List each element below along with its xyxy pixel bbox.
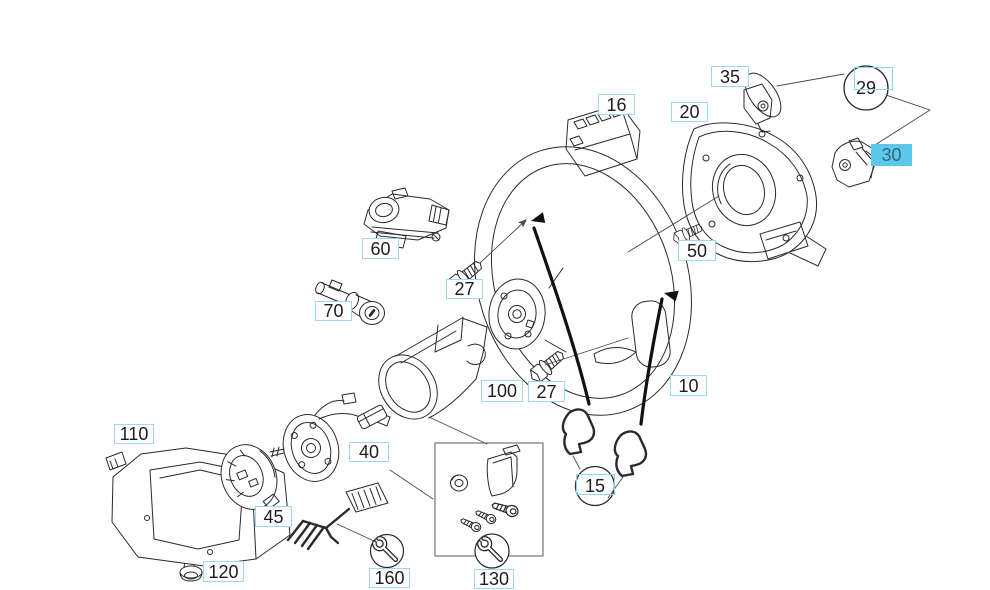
callout-70[interactable]: 70 [315, 301, 352, 321]
callout-40[interactable]: 40 [349, 442, 389, 462]
callout-15-number[interactable]: 15 [584, 475, 606, 496]
callout-100[interactable]: 100 [481, 380, 523, 402]
mounting-arrows [531, 212, 679, 426]
callout-27-upper[interactable]: 27 [446, 279, 483, 299]
callout-16[interactable]: 16 [598, 94, 635, 115]
part-sketch-steering-wheel [474, 146, 692, 416]
callout-20[interactable]: 20 [671, 102, 708, 122]
callout-120[interactable]: 120 [203, 561, 244, 582]
service-circle-160 [369, 533, 405, 569]
callout-29-hotspot[interactable] [854, 67, 893, 90]
part-sketch-ignition-switch [363, 187, 450, 249]
callout-10[interactable]: 10 [670, 375, 707, 396]
callout-50[interactable]: 50 [678, 240, 716, 261]
callout-130[interactable]: 130 [474, 569, 514, 589]
circle-ref-29 [843, 65, 889, 111]
callout-60[interactable]: 60 [362, 238, 399, 259]
part-sketch-trim-covers [561, 408, 648, 478]
part-sketch-mounting-kit [434, 442, 544, 557]
callout-35[interactable]: 35 [711, 66, 749, 87]
part-sketch-column-jacket [376, 316, 488, 427]
service-circle-130 [474, 533, 510, 569]
leader-lines-mid [389, 195, 720, 500]
part-sketch-paddle-switch-right [831, 137, 877, 188]
callout-30-highlighted[interactable]: 30 [871, 144, 912, 166]
callout-15-hotspot[interactable] [576, 474, 615, 495]
callout-29-number[interactable]: 29 [855, 77, 877, 98]
part-sketch-airbag-module [681, 122, 827, 267]
callout-27-lower[interactable]: 27 [528, 381, 565, 402]
callout-45[interactable]: 45 [255, 506, 292, 527]
callout-160[interactable]: 160 [369, 568, 410, 588]
part-sketch-slip-ring [220, 444, 280, 510]
part-sketch-contact-plate [269, 392, 388, 482]
leader-lines-switch-set [776, 73, 931, 146]
callout-110[interactable]: 110 [114, 424, 154, 444]
part-sketch-wiring-harness [286, 482, 389, 551]
